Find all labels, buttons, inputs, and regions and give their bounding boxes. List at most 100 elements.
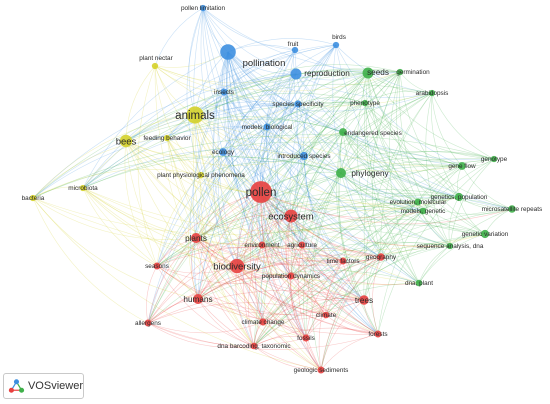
node-pollen[interactable]: [250, 181, 272, 203]
edge-species-specificity-models-genetic: [297, 103, 424, 212]
vosviewer-brand-badge[interactable]: VOSviewer: [3, 373, 84, 399]
node-pollination[interactable]: [220, 44, 236, 60]
edge-pollination-biodiversity: [212, 51, 238, 267]
edge-geography-climate-change: [262, 256, 382, 323]
node-forests[interactable]: [374, 330, 382, 338]
node-fossils[interactable]: [302, 334, 310, 342]
node-geologic-sediments[interactable]: [317, 366, 325, 374]
node-species-specificity[interactable]: [294, 100, 302, 108]
node-climate[interactable]: [322, 311, 330, 319]
edge-pollination-microbiota: [82, 51, 229, 189]
node-genetics-population[interactable]: [454, 192, 464, 202]
edge-phylogeny-dna-plant: [340, 172, 420, 284]
node-endangered-species[interactable]: [339, 128, 347, 136]
node-fruit[interactable]: [291, 46, 299, 54]
node-arabidopsis[interactable]: [428, 89, 436, 97]
node-label-bacteria: bacteria: [22, 195, 45, 202]
edge-bacteria-evolution-molecular: [32, 197, 419, 235]
node-introduced-species[interactable]: [299, 151, 309, 161]
node-biodiversity[interactable]: [229, 258, 245, 274]
edge-microsatellite-repeats-plants: [195, 192, 513, 239]
node-label-endangered-species: endangered species: [344, 130, 402, 137]
edge-insects-plants: [192, 91, 225, 239]
node-animals[interactable]: [186, 106, 204, 124]
node-label-genotype: genotype: [481, 156, 508, 163]
node-ecology[interactable]: [219, 148, 227, 156]
node-evolution-molecular[interactable]: [414, 198, 422, 206]
node-bacteria[interactable]: [29, 194, 37, 202]
node-label-dna-plant: dna, plant: [405, 280, 433, 287]
node-birds[interactable]: [332, 41, 340, 49]
edge-gene-flow-climate-change: [262, 165, 463, 323]
edge-pollen-models-genetic: [260, 191, 424, 218]
node-phenotype[interactable]: [361, 99, 369, 107]
edge-plants-forests: [195, 237, 379, 335]
edge-species-specificity-introduced-species: [295, 103, 305, 157]
edge-animals-bacteria: [32, 114, 196, 199]
node-trees[interactable]: [359, 295, 369, 305]
node-humans[interactable]: [192, 293, 204, 305]
edge-endangered-species-gene-flow: [342, 131, 463, 167]
node-pollen-limitation[interactable]: [199, 4, 207, 12]
edge-feeding-behavior-bacteria: [32, 137, 168, 199]
edge-population-dynamics-allergens: [147, 275, 292, 324]
node-population-dynamics[interactable]: [287, 272, 295, 280]
edge-plants-climate: [195, 237, 327, 316]
edge-allergens-climate-change: [147, 321, 264, 334]
node-seasons[interactable]: [153, 262, 161, 270]
node-sequence-analysis-dna[interactable]: [446, 242, 454, 250]
edge-fruit-pollination: [227, 44, 296, 53]
node-reproduction[interactable]: [290, 68, 302, 80]
node-models-biological[interactable]: [263, 123, 271, 131]
edge-phenotype-microbiota: [82, 102, 366, 189]
edge-environment-climate: [261, 244, 327, 316]
edge-allergens-forests: [147, 322, 379, 350]
node-plant-nectar[interactable]: [151, 62, 159, 70]
node-insects[interactable]: [220, 88, 228, 96]
node-models-genetic[interactable]: [419, 207, 427, 215]
edge-gene-flow-evolution-molecular: [417, 165, 463, 203]
edge-endangered-species-microsatellite-repeats: [342, 131, 513, 210]
edge-reproduction-genetics-population: [295, 73, 460, 198]
node-dna-barcoding-taxonomic[interactable]: [250, 342, 258, 350]
edge-seeds-genetic-variation: [367, 72, 486, 235]
node-feeding-behavior[interactable]: [163, 134, 171, 142]
edge-insects-models-biological: [223, 91, 268, 128]
node-bees[interactable]: [119, 134, 133, 148]
node-label-population-dynamics: population dynamics: [262, 273, 320, 280]
node-germination[interactable]: [396, 68, 404, 76]
node-plants[interactable]: [190, 232, 202, 244]
edge-phenotype-dna-plant: [364, 102, 420, 284]
node-time-factors[interactable]: [339, 257, 347, 265]
node-genetic-variation[interactable]: [480, 229, 490, 239]
node-label-climate: climate: [316, 312, 337, 319]
node-dna-plant[interactable]: [415, 279, 423, 287]
edge-dna-plant-humans: [197, 270, 420, 300]
edge-evolution-molecular-geography: [380, 201, 419, 258]
edge-animals-ecosystem: [194, 114, 292, 217]
edge-fruit-phylogeny: [294, 49, 342, 174]
node-microbiota[interactable]: [79, 184, 87, 192]
edge-animals-fossils: [194, 114, 307, 339]
edge-fossils-dna-barcoding-taxonomic: [253, 336, 307, 347]
node-gene-flow[interactable]: [458, 162, 466, 170]
node-plant-physiological-phenomena[interactable]: [197, 171, 205, 179]
edge-pollination-phylogeny: [227, 51, 342, 174]
edge-gene-flow-models-genetic: [422, 165, 463, 212]
node-geography[interactable]: [377, 253, 385, 261]
node-ecosystem[interactable]: [284, 209, 298, 223]
node-climate-change[interactable]: [259, 318, 267, 326]
edge-pollen-limitation-germination: [202, 7, 401, 73]
node-agriculture[interactable]: [298, 241, 306, 249]
node-microsatellite-repeats[interactable]: [508, 205, 516, 213]
node-genotype[interactable]: [490, 155, 498, 163]
node-label-evolution-molecular: evolution, molecular: [390, 199, 448, 206]
node-seeds[interactable]: [362, 67, 374, 79]
node-allergens[interactable]: [144, 319, 152, 327]
node-environment[interactable]: [258, 241, 266, 249]
node-phylogeny[interactable]: [335, 167, 347, 179]
edge-time-factors-fossils: [305, 260, 344, 339]
